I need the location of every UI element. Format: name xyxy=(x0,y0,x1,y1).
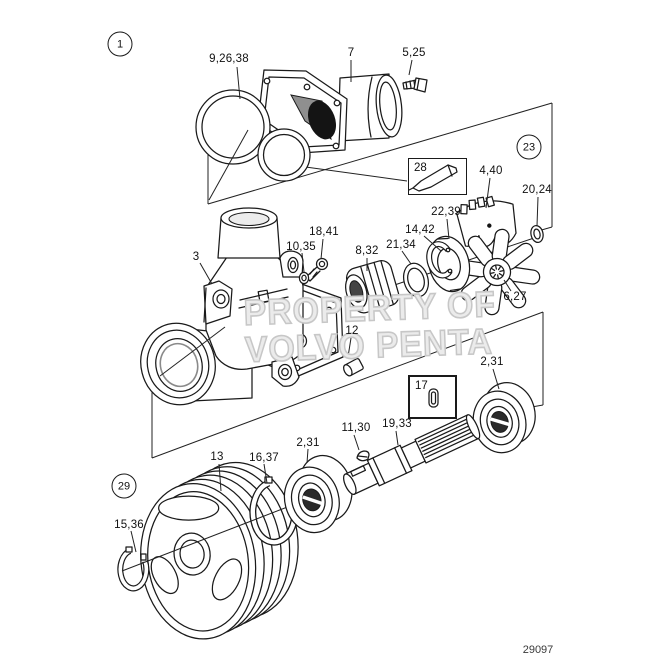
woodruff-key-icon xyxy=(428,388,439,408)
inset-box-sealant: 28 xyxy=(408,158,467,195)
part-label-wear-plate: 22,39 xyxy=(431,206,461,218)
pump-body xyxy=(140,207,344,406)
part-label-impeller-circlip: 14,42 xyxy=(405,224,435,236)
part-label-body-screw: 18,41 xyxy=(309,226,339,238)
part-label-gasket: 9,26,38 xyxy=(209,53,249,65)
sealant-tube-icon xyxy=(408,164,458,192)
body-screw xyxy=(305,257,329,282)
part-label-cover-screw: 5,25 xyxy=(402,47,426,59)
impeller-circlip xyxy=(426,241,453,279)
part-label-shaft: 19,33 xyxy=(382,418,412,430)
group-badge-29: 29 xyxy=(111,473,137,499)
part-label-drain-plug: 12 xyxy=(345,325,359,337)
part-label-seal-ring: 21,34 xyxy=(386,239,416,251)
part-label-pulley: 13 xyxy=(210,451,224,463)
axis-line-top xyxy=(208,129,249,201)
drain-plug xyxy=(343,358,364,377)
part-label-circlip-large: 16,37 xyxy=(249,452,279,464)
part-label-cam: 4,40 xyxy=(479,165,503,177)
group-badge-23: 23 xyxy=(516,134,542,160)
part-label-pump-body: 3 xyxy=(192,251,200,263)
part-label-circlip-small: 15,36 xyxy=(114,519,144,531)
circlip-small xyxy=(117,546,150,592)
part-label-cover: 7 xyxy=(347,47,355,59)
part-label-bearing-lower: 2,31 xyxy=(296,437,320,449)
cover-screw xyxy=(402,77,428,93)
drawing-number: 29097 xyxy=(522,644,554,656)
seal-ring xyxy=(402,262,430,298)
washer xyxy=(298,271,310,285)
gasket xyxy=(195,89,311,182)
impeller xyxy=(453,228,541,316)
o-ring xyxy=(530,224,544,244)
inset-box-key: 17 xyxy=(408,375,457,419)
bearing-lower xyxy=(283,454,353,534)
pulley xyxy=(140,461,299,640)
shaft xyxy=(343,414,481,495)
part-label-bearing-upper: 2,31 xyxy=(480,356,504,368)
part-label-washer: 10,35 xyxy=(286,241,316,253)
bearing-upper xyxy=(472,382,536,454)
inset-box-sealant-label: 28 xyxy=(414,162,427,174)
part-label-impeller: 6,27 xyxy=(503,291,527,303)
part-label-key: 11,30 xyxy=(341,422,371,434)
group-badge-1: 1 xyxy=(107,31,133,57)
woodruff-key xyxy=(356,450,370,462)
part-label-shaft-seal: 8,32 xyxy=(355,245,379,257)
part-label-o-ring: 20,24 xyxy=(522,184,552,196)
shaft-seal xyxy=(345,260,400,314)
leader-lines xyxy=(130,59,539,553)
inset-box-key-label: 17 xyxy=(415,380,428,392)
